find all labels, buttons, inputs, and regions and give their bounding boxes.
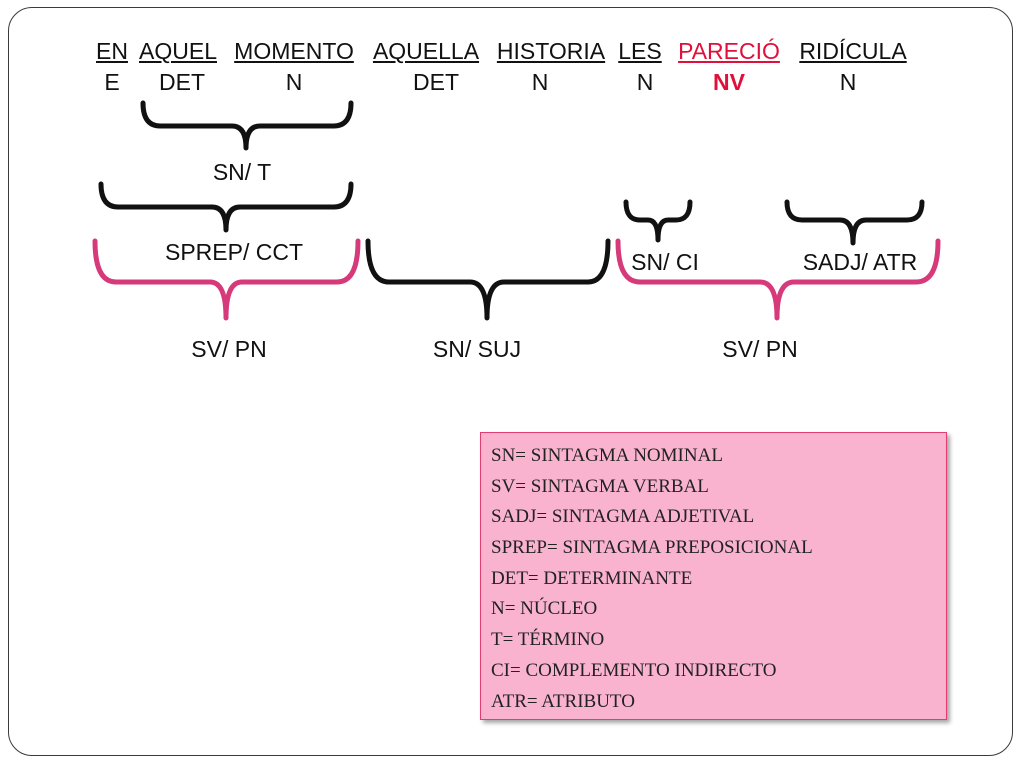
word-les: LES: [618, 38, 662, 64]
legend-item: CI= COMPLEMENTO INDIRECTO: [491, 659, 777, 681]
legend-item: SN= SINTAGMA NOMINAL: [491, 445, 723, 466]
brace-sprep-cct: [98, 181, 354, 233]
word-en: EN: [96, 38, 128, 64]
brace-sn-ci: [623, 199, 693, 243]
tag-nv: NV: [713, 69, 745, 95]
brace-sn-suj: [365, 238, 611, 321]
word-ridicula: RIDÍCULA: [799, 38, 907, 64]
tag-det-2: DET: [413, 69, 459, 95]
label-sv-pn-right: SV/ PN: [722, 336, 798, 362]
tag-n-1: N: [285, 69, 303, 95]
brace-sv-pn-left: [92, 238, 361, 321]
legend-box: SN= SINTAGMA NOMINAL SV= SINTAGMA VERBAL…: [480, 432, 947, 720]
brace-sn-t: [140, 100, 354, 151]
label-sv-pn-left: SV/ PN: [191, 336, 267, 362]
label-sn-suj: SN/ SUJ: [432, 336, 522, 362]
word-momento: MOMENTO: [234, 38, 354, 64]
word-aquella: AQUELLA: [372, 38, 480, 64]
legend-item: T= TÉRMINO: [491, 629, 605, 651]
legend-item: SPREP= SINTAGMA PREPOSICIONAL: [491, 537, 813, 559]
label-sn-t: SN/ T: [212, 159, 272, 185]
tag-det-1: DET: [159, 69, 205, 95]
word-historia: HISTORIA: [496, 38, 606, 64]
word-parecio: PARECIÓ: [678, 38, 780, 64]
tag-e: E: [104, 69, 120, 95]
tag-n-2: N: [531, 69, 549, 95]
label-sn-ci: SN/ CI: [631, 249, 699, 275]
legend-item: SADJ= SINTAGMA ADJETIVAL: [491, 506, 755, 528]
label-sadj-atr: SADJ/ ATR: [802, 249, 918, 275]
label-sprep-cct: SPREP/ CCT: [164, 239, 304, 265]
tag-n-4: N: [839, 69, 857, 95]
brace-sv-pn-right: [615, 238, 941, 321]
brace-sadj-atr: [784, 199, 925, 246]
legend-item: N= NÚCLEO: [491, 598, 598, 620]
legend-item: DET= DETERMINANTE: [491, 567, 693, 589]
legend-item: ATR= ATRIBUTO: [491, 690, 635, 712]
legend-item: SV= SINTAGMA VERBAL: [491, 475, 709, 497]
tag-n-3: N: [636, 69, 654, 95]
word-aquel: AQUEL: [139, 38, 217, 64]
